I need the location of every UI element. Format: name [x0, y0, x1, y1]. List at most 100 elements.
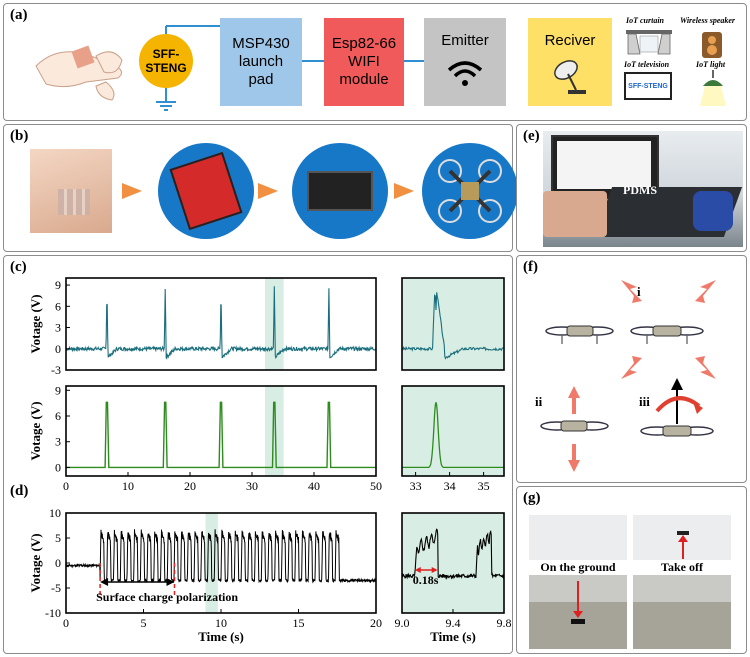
x-tick-label: 5 [141, 616, 147, 630]
annotation-arrowhead [100, 578, 109, 586]
x-tick-label: 15 [293, 616, 305, 630]
arrow-right-icon [258, 183, 278, 199]
series-line [402, 402, 505, 469]
lab-setup-photo: PDMS [543, 131, 743, 247]
series-line [401, 292, 504, 360]
drone-photo [422, 143, 518, 239]
highlight-region [402, 278, 504, 370]
annotation-text: 0.18s [413, 573, 439, 587]
y-tick-label: -3 [51, 363, 61, 377]
panel-f: (f) i ii [516, 255, 747, 483]
takeoff-bottom-photo [633, 571, 731, 649]
takeoff-top-photo [633, 515, 731, 565]
x-tick-label: 33 [410, 479, 422, 493]
emitter-box: Emitter [424, 18, 506, 106]
msp430-label: MSP430 launch pad [232, 35, 290, 88]
panel-label-e: (e) [523, 128, 540, 144]
y-tick-label: 0 [55, 556, 61, 570]
pdms-label: PDMS [623, 183, 657, 197]
annotation-text: Surface charge polarization [96, 590, 238, 604]
series-line [65, 529, 377, 584]
y-tick-label: 0 [55, 460, 61, 474]
y-tick-label: 6 [55, 299, 61, 313]
up-arrow-icon [568, 386, 580, 414]
wifi-module-box: Esp82-66 WIFI module [324, 18, 404, 106]
y-tick-label: -10 [45, 606, 61, 620]
y-tick-label: 9 [55, 383, 61, 397]
highlight-region [265, 386, 284, 476]
emitter-label: Emitter [441, 32, 489, 49]
x-tick-label: 40 [308, 479, 320, 493]
ground-bottom-photo [529, 571, 627, 649]
highlight-region [402, 386, 504, 476]
curtain-icon [626, 30, 672, 55]
drone-rotate-icon [640, 425, 714, 437]
plot-frame [401, 277, 505, 371]
x-tick-label: 9.0 [395, 616, 410, 630]
highlight-region [402, 513, 504, 613]
panel-a: (a) SFF- STENG MSP430 launch pad Esp82-6… [3, 3, 747, 121]
launchpad-board-photo [158, 143, 254, 239]
y-axis-label: Votage (V) [28, 401, 43, 460]
drone-grounded-icon [571, 619, 585, 624]
drone-airborne-icon [677, 531, 689, 535]
sff-steng-node: SFF- STENG [139, 34, 193, 88]
x-tick-label: 50 [370, 479, 382, 493]
panel-g: (g) On the ground Take off [516, 486, 747, 654]
panel-b: (b) [3, 124, 518, 252]
hand-sensor-photo [30, 149, 112, 233]
y-tick-label: 5 [55, 531, 61, 545]
arrow-right-icon [394, 183, 414, 199]
light-bulb-icon [700, 70, 726, 106]
television-icon: SFF-STENG [624, 72, 672, 100]
down-arrow-icon [568, 444, 580, 472]
plot-frame [65, 385, 377, 477]
panel-label-b: (b) [10, 128, 29, 144]
annotation-arrowhead [166, 578, 175, 586]
hand-illustration [35, 45, 123, 101]
x-tick-label: 35 [478, 479, 490, 493]
wifi-board-photo [292, 143, 388, 239]
annotation-arrowhead [414, 567, 421, 573]
ground-top-photo [529, 515, 627, 565]
x-tick-label: 34 [444, 479, 456, 493]
arrow-right-icon [122, 183, 142, 199]
x-tick-label: 30 [246, 479, 258, 493]
panel-label-d: (d) [10, 483, 29, 499]
x-tick-label: 0 [63, 479, 69, 493]
x-tick-label: 20 [370, 616, 382, 630]
y-tick-label: -5 [51, 581, 61, 595]
sff-steng-label: SFF- STENG [145, 47, 187, 75]
tv-screen-text: SFF-STENG [628, 82, 668, 90]
iot-curtain-label: IoT curtain [626, 16, 665, 25]
receiver-label: Reciver [544, 32, 596, 49]
y-axis-label: Votage (V) [28, 533, 43, 592]
panel-label-a: (a) [10, 7, 28, 23]
y-tick-label: 3 [55, 435, 61, 449]
x-tick-label: 0 [63, 616, 69, 630]
label-i: i [637, 284, 641, 299]
panel-label-c: (c) [10, 259, 27, 275]
x-axis-label: Time (s) [430, 629, 476, 644]
series-line [66, 401, 376, 469]
receiver-box: Reciver [528, 18, 612, 106]
label-ii: ii [535, 394, 543, 409]
msp430-box: MSP430 launch pad [220, 18, 302, 106]
wifi-signal-icon [447, 61, 483, 86]
iot-television-label: IoT television [624, 60, 670, 69]
speaker-icon [702, 32, 722, 58]
wifi-module-label: Esp82-66 WIFI module [331, 35, 397, 88]
x-tick-label: 20 [184, 479, 196, 493]
drone-hover-icon [545, 325, 614, 344]
rotation-axis-arrow-icon [671, 378, 683, 390]
x-tick-label: 9.4 [446, 616, 461, 630]
x-axis-label: Time (s) [198, 629, 244, 644]
y-tick-label: 0 [55, 342, 61, 356]
series-line [401, 528, 505, 580]
label-iii: iii [639, 394, 650, 409]
y-tick-label: 6 [55, 409, 61, 423]
panel-label-g: (g) [523, 490, 541, 506]
take-off-label: Take off [633, 560, 731, 575]
